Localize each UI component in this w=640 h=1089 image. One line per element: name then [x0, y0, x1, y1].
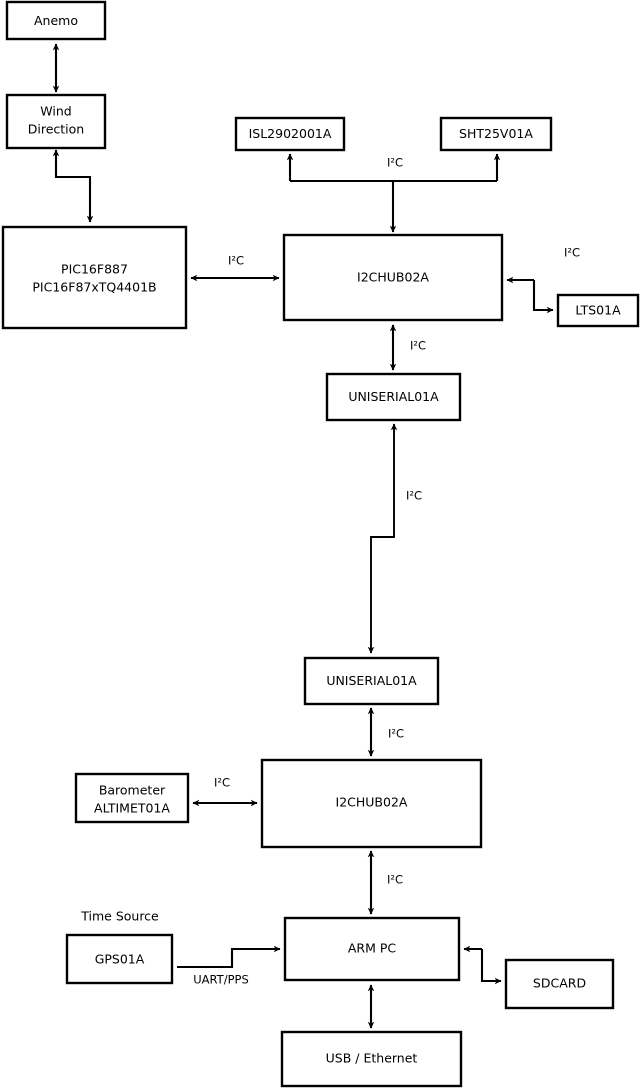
- node-i2chub02a-bottom[interactable]: I2CHUB02A: [260, 758, 483, 849]
- node-arm-pc[interactable]: ARM PC: [283, 916, 461, 982]
- edge-label-uniserial-to-hub-bottom: I²C: [388, 727, 404, 741]
- edge-label-pic-to-hub: I²C: [228, 254, 244, 268]
- node-sdcard-label: SDCARD: [533, 976, 586, 991]
- edge-label-hub-to-uniserial: I²C: [410, 339, 426, 353]
- node-pic-microcontroller[interactable]: PIC16F887 PIC16F87xTQ4401B: [1, 225, 188, 330]
- node-i2chub02a-top[interactable]: I2CHUB02A: [282, 233, 504, 322]
- node-lts01a[interactable]: LTS01A: [556, 293, 640, 328]
- node-uniserial01a-bottom-label: UNISERIAL01A: [326, 673, 417, 688]
- node-anemo-label: Anemo: [34, 13, 78, 28]
- node-gps01a[interactable]: GPS01A: [65, 933, 174, 985]
- edge-label-gps-to-armpc: UART/PPS: [193, 973, 249, 987]
- node-uniserial01a-bottom[interactable]: UNISERIAL01A: [303, 656, 440, 706]
- node-usb-ethernet-label: USB / Ethernet: [326, 1051, 418, 1066]
- node-uniserial01a-top-label: UNISERIAL01A: [348, 389, 439, 404]
- node-anemo[interactable]: Anemo: [5, 0, 107, 41]
- node-lts01a-label: LTS01A: [575, 303, 621, 318]
- edge-label-hub-to-armpc: I²C: [387, 873, 403, 887]
- edge-uniserial-link: [367, 423, 398, 654]
- node-wind-direction-label-line1: Wind: [40, 104, 71, 119]
- node-pic-label-line1: PIC16F887: [61, 262, 128, 277]
- edge-label-hub-to-lts: I²C: [564, 246, 580, 260]
- node-arm-pc-label: ARM PC: [348, 941, 397, 956]
- node-pic-label-line2: PIC16F87xTQ4401B: [32, 280, 156, 295]
- node-isl2902001a-label: ISL2902001A: [249, 126, 332, 141]
- node-isl2902001a[interactable]: ISL2902001A: [234, 116, 346, 152]
- node-i2chub02a-top-label: I2CHUB02A: [357, 270, 429, 285]
- edge-gps-armpc: [177, 945, 281, 969]
- node-uniserial01a-top[interactable]: UNISERIAL01A: [325, 372, 462, 422]
- node-barometer-label-line2: ALTIMET01A: [94, 801, 170, 816]
- edge-hub-to-lts: [532, 280, 554, 314]
- node-usb-ethernet[interactable]: USB / Ethernet: [280, 1030, 463, 1088]
- node-i2chub02a-bottom-label: I2CHUB02A: [336, 795, 408, 810]
- edge-label-uniserial-link: I²C: [406, 489, 422, 503]
- edge-label-isl-sht-bus: I²C: [387, 156, 403, 170]
- node-wind-direction[interactable]: Wind Direction: [5, 93, 107, 150]
- node-barometer-label-line1: Barometer: [99, 783, 166, 798]
- node-gps01a-label: GPS01A: [95, 952, 145, 967]
- edge-winddirection-pic: [52, 149, 94, 223]
- node-wind-direction-label-line2: Direction: [28, 122, 84, 137]
- node-sdcard[interactable]: SDCARD: [504, 958, 615, 1010]
- label-time-source: Time Source: [80, 909, 159, 924]
- edge-label-baro-to-hub: I²C: [214, 776, 230, 790]
- node-sht25v01a-label: SHT25V01A: [459, 126, 533, 141]
- edge-armpc-to-sdcard: [480, 949, 502, 985]
- node-sht25v01a[interactable]: SHT25V01A: [439, 116, 553, 152]
- node-barometer-altimet01a[interactable]: Barometer ALTIMET01A: [74, 772, 190, 824]
